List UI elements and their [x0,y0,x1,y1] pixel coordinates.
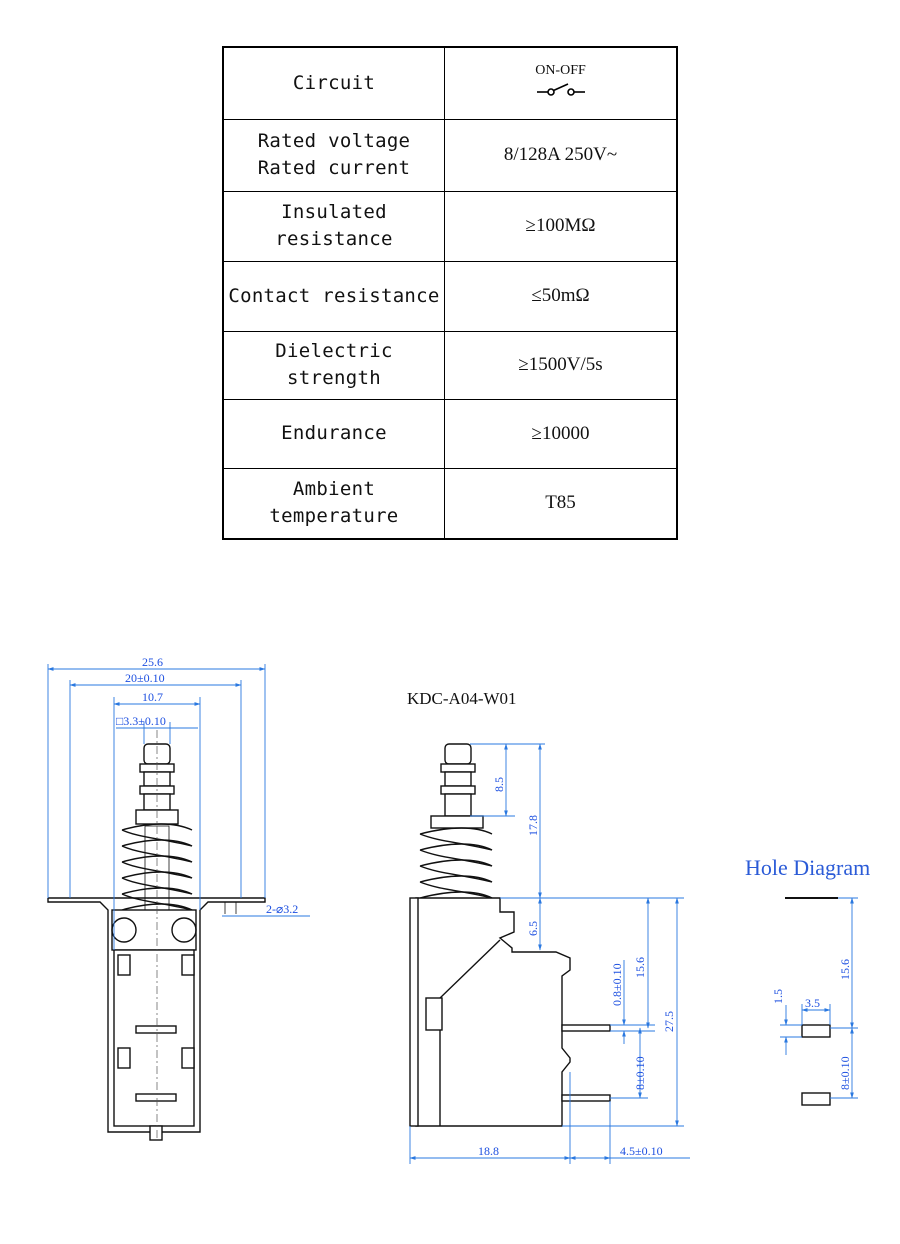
hole-dim-width: 3.5 [805,996,820,1010]
dim-pin-length: 4.5±0.10 [620,1144,663,1158]
dim-pin-pitch: 8±0.10 [633,1056,647,1090]
hole-diagram: Hole Diagram 15.6 8±0.10 1.5 3.5 [745,855,870,1106]
spec-label: Rated voltage Rated current [222,118,445,192]
dim-plunger: □3.3±0.10 [116,714,166,728]
dim-overall-width: 25.6 [142,655,163,669]
spec-value: ≤50mΩ [444,260,678,332]
hole-dim-height: 1.5 [771,989,785,1004]
spec-value: ≥100MΩ [444,190,678,262]
spec-label: Ambient temperature [222,467,445,540]
dim-overall-height: 27.5 [662,1011,676,1032]
spec-value: ON-OFF [444,46,678,120]
hole-dim-top: 15.6 [838,959,852,980]
dim-body-depth: 18.8 [478,1144,499,1158]
hole-diagram-title: Hole Diagram [745,855,870,880]
dim-mount-holes: 2-⌀3.2 [266,902,298,916]
dim-pin-span: 20±0.10 [125,671,165,685]
spec-row-contact: Contact resistance ≤50mΩ [222,260,678,332]
dim-plunger-height: 8.5 [492,777,506,792]
dim-top-height: 17.8 [526,815,540,836]
spec-label: Dielectric strength [222,330,445,400]
spec-label: Insulated resistance [222,190,445,262]
spec-label: Endurance [222,398,445,469]
side-view: 8.5 17.8 6.5 15.6 0.8±0.10 27.5 8±0.10 1… [409,743,690,1164]
circuit-type: ON-OFF [535,63,586,79]
spec-row-rated: Rated voltage Rated current 8/128A 250V~ [222,118,678,192]
spec-row-insulation: Insulated resistance ≥100MΩ [222,190,678,262]
front-view: 25.6 20±0.10 10.7 □3.3±0.10 2-⌀3.2 [47,655,310,1141]
spec-row-temperature: Ambient temperature T85 [222,467,678,540]
dim-upper-pin-height: 15.6 [633,957,647,978]
spec-value: ≥10000 [444,398,678,469]
spec-label: Contact resistance [222,260,445,332]
spec-row-circuit: Circuit ON-OFF [222,46,678,120]
spec-table: Circuit ON-OFF Rated voltage Rated curre… [222,46,678,540]
dim-pin-thickness: 0.8±0.10 [610,963,624,1006]
model-name: KDC-A04-W01 [407,689,517,708]
spec-value: T85 [444,467,678,540]
spec-row-dielectric: Dielectric strength ≥1500V/5s [222,330,678,400]
spec-value: ≥1500V/5s [444,330,678,400]
dim-body-width: 10.7 [142,690,163,704]
hole-dim-pitch: 8±0.10 [838,1056,852,1090]
spec-value: 8/128A 250V~ [444,118,678,192]
dim-flange-offset: 6.5 [526,921,540,936]
switch-symbol-icon [536,83,585,97]
spec-label: Circuit [222,46,445,120]
spec-row-endurance: Endurance ≥10000 [222,398,678,469]
